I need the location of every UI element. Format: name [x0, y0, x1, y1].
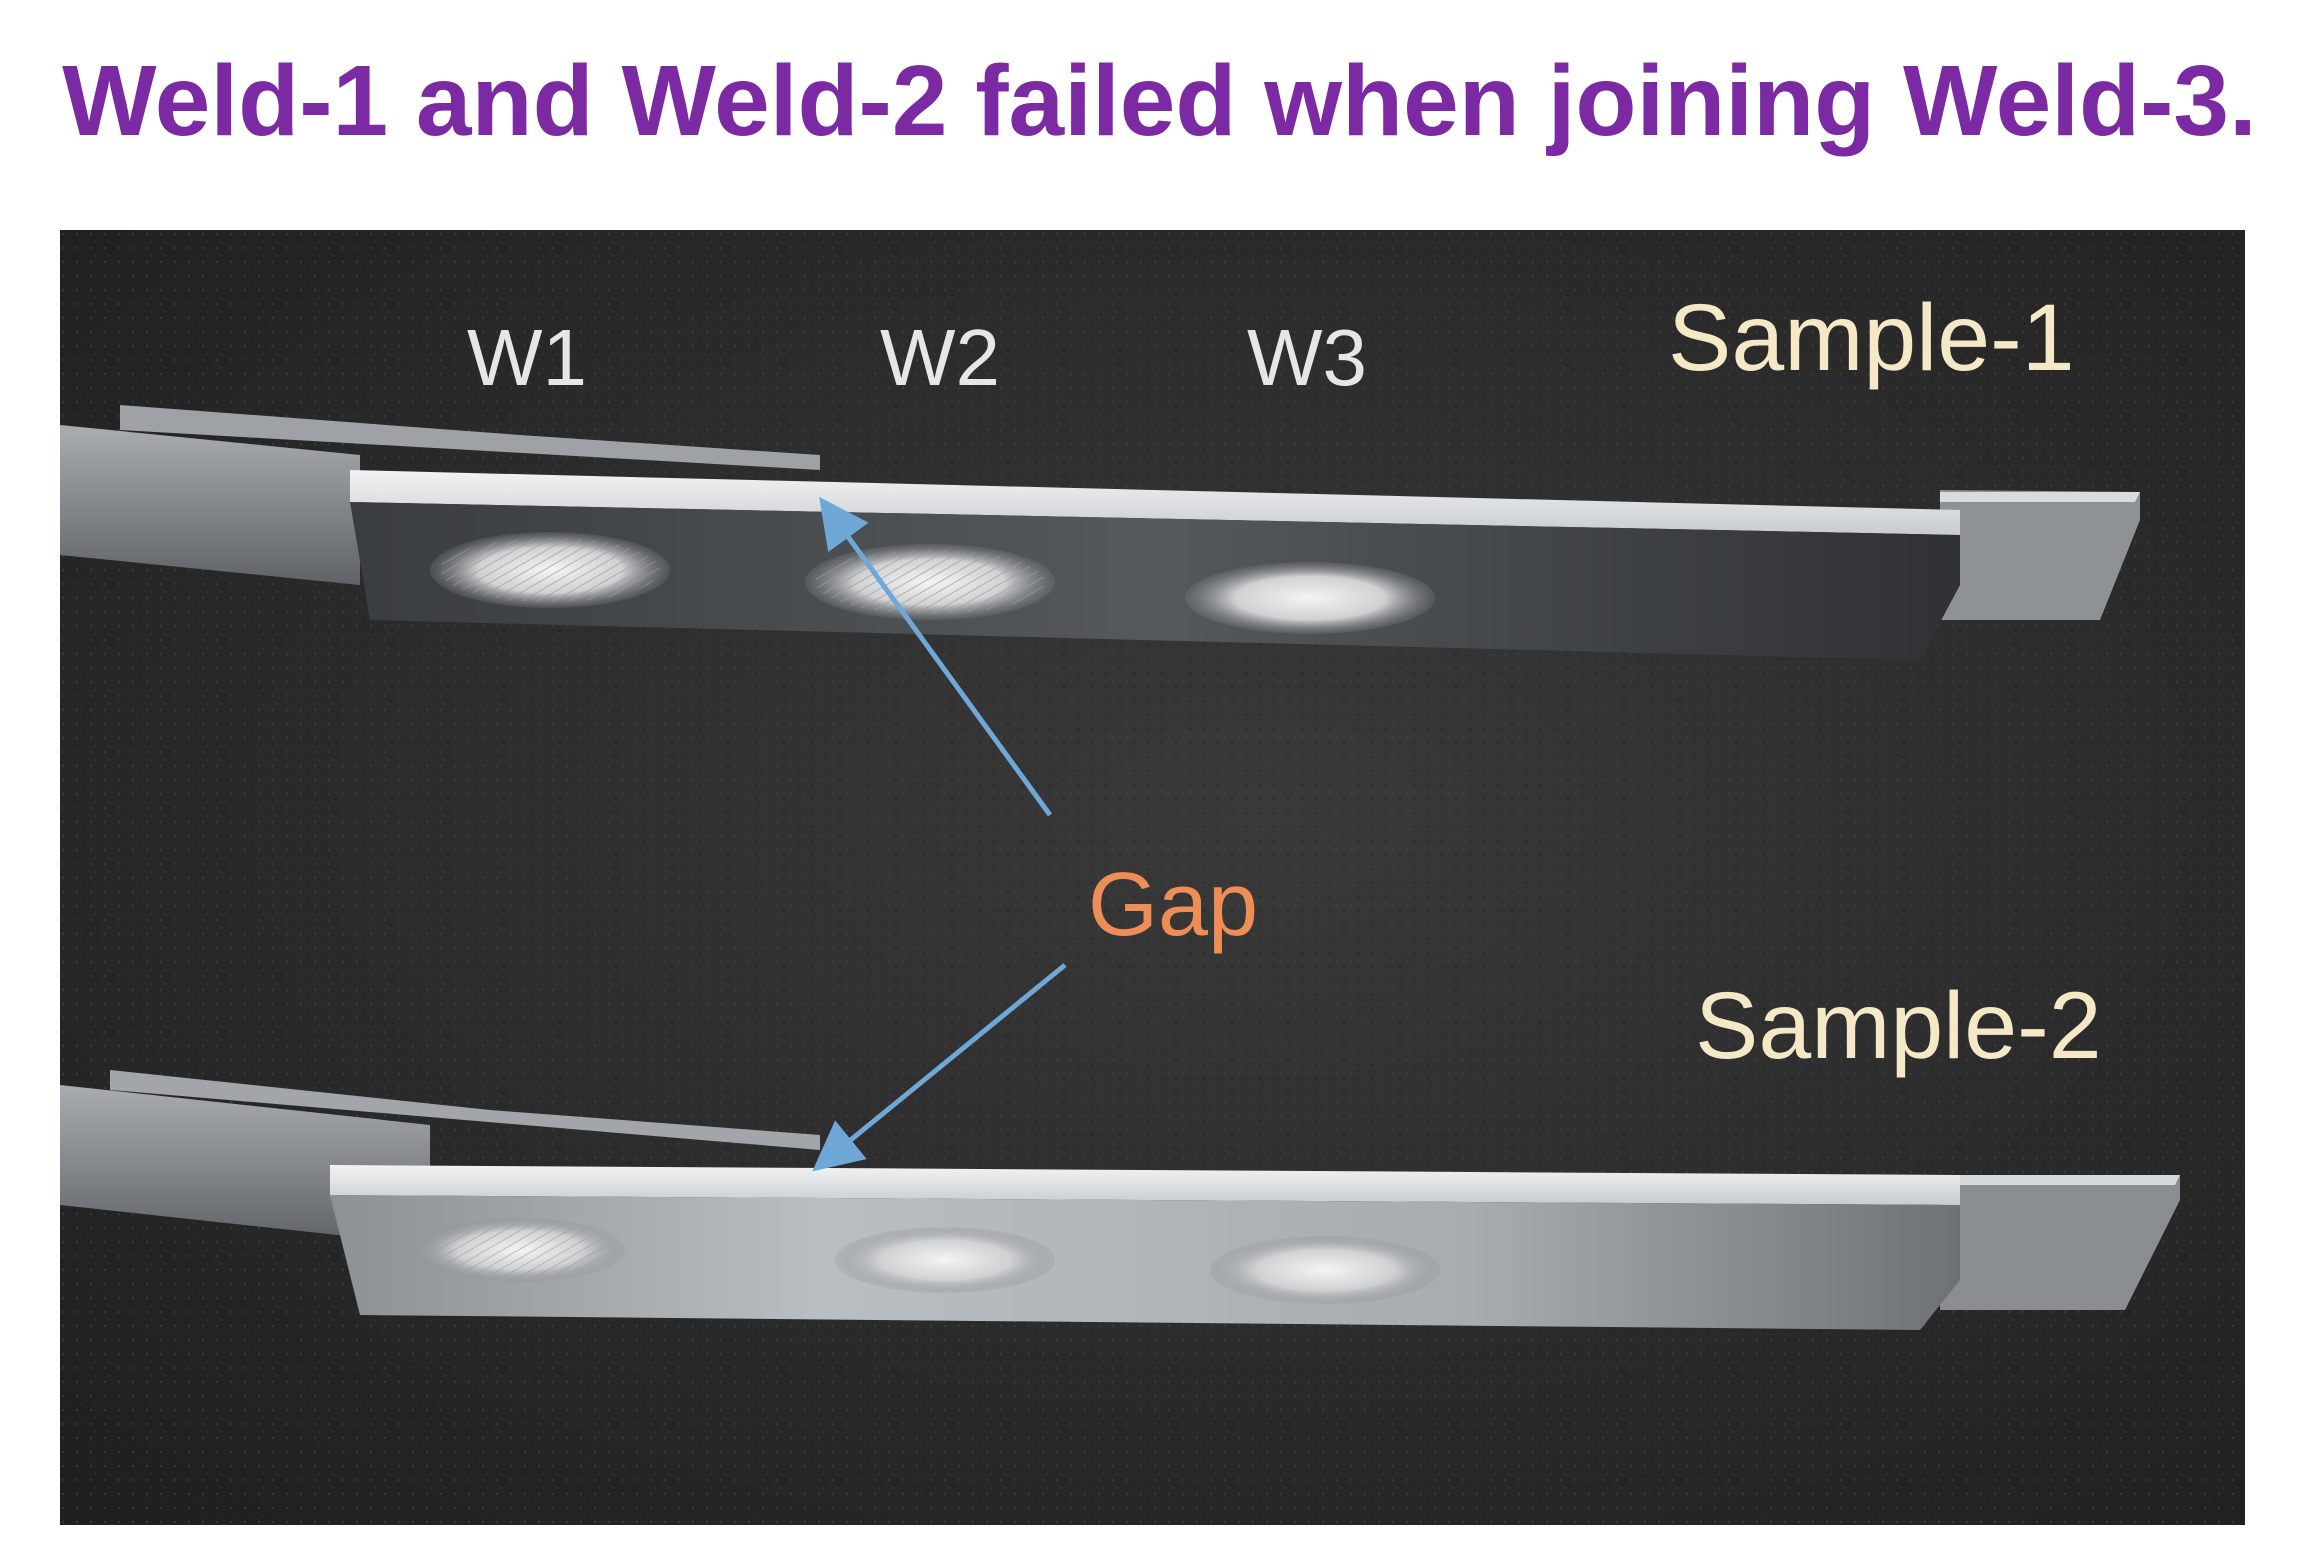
gap-arrow-sample-1 — [819, 496, 1053, 817]
sample-2-weld-3 — [1210, 1236, 1440, 1304]
sample-2-assembly — [60, 1070, 2180, 1330]
photo-illustration: W1 W2 W3 Sample-1 Sample-2 Gap — [60, 230, 2245, 1525]
sample-1-plate — [350, 502, 1960, 660]
sample-1-weld-3 — [1185, 562, 1435, 634]
page-title: Weld-1 and Weld-2 failed when joining We… — [62, 45, 2257, 157]
gap-label: Gap — [1088, 855, 1258, 955]
sample-1-assembly — [60, 405, 2140, 660]
weld-label-w2: W2 — [880, 313, 1000, 402]
sample-1-label: Sample-1 — [1668, 285, 2075, 391]
gap-arrow-sample-2 — [812, 963, 1067, 1172]
weld-label-w1: W1 — [467, 313, 587, 402]
weld-samples-photo: W1 W2 W3 Sample-1 Sample-2 Gap — [60, 230, 2245, 1525]
sample-2-weld-2 — [835, 1227, 1055, 1293]
sample-2-label: Sample-2 — [1695, 973, 2102, 1079]
weld-label-w3: W3 — [1247, 313, 1367, 402]
sample-2-plate — [330, 1195, 1960, 1330]
